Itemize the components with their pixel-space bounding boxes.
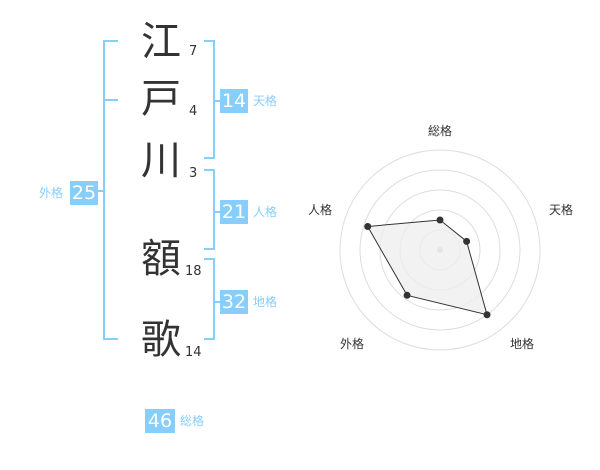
jinkaku-value: 21: [220, 200, 248, 224]
stroke-count-5: 14: [185, 345, 202, 360]
soukaku-value: 46: [145, 409, 175, 433]
chikaku-label: 地格: [253, 295, 278, 309]
radar-ring-3: [379, 189, 501, 311]
chikaku-value: 32: [220, 290, 248, 314]
stroke-count-3: 3: [189, 166, 198, 181]
gaikaku-value: 25: [70, 181, 98, 205]
tenkaku-label: 天格: [253, 94, 278, 108]
radar-point-3: [483, 311, 491, 319]
radar-polygon: [366, 219, 488, 316]
radar-point-2: [463, 237, 471, 245]
name-char-5: 歌: [141, 317, 181, 363]
radar-axis-label-chikaku: 地格: [510, 337, 535, 351]
radar-ring-4: [359, 169, 521, 331]
name-char-2: 戸: [141, 76, 181, 122]
stroke-count-2: 4: [189, 104, 198, 119]
jinkaku-bracket: [204, 169, 215, 250]
stroke-count-4: 18: [185, 264, 202, 279]
tenkaku-value: 14: [220, 89, 248, 113]
radar-ring-5: [339, 149, 541, 351]
name-char-4: 額: [141, 236, 181, 282]
tenkaku-bracket: [204, 40, 215, 159]
radar-axis-label-tenkaku: 天格: [549, 203, 574, 217]
radar-axis-label-gaikaku: 外格: [340, 337, 365, 351]
radar-point-1: [436, 216, 444, 224]
name-char-1: 江: [141, 19, 181, 65]
connector-lines: [98, 100, 220, 303]
stroke-count-1: 7: [189, 44, 198, 59]
soukaku-label: 総格: [180, 414, 205, 428]
radar-axis-label-soukaku: 総格: [428, 124, 453, 138]
name-char-3: 川: [141, 138, 181, 184]
radar-point-4: [403, 291, 411, 299]
chikaku-bracket: [204, 258, 215, 340]
jinkaku-label: 人格: [253, 205, 278, 219]
radar-axis-label-jinkaku: 人格: [308, 203, 333, 217]
radar-point-5: [364, 223, 372, 231]
gaikaku-label: 外格: [39, 186, 64, 200]
